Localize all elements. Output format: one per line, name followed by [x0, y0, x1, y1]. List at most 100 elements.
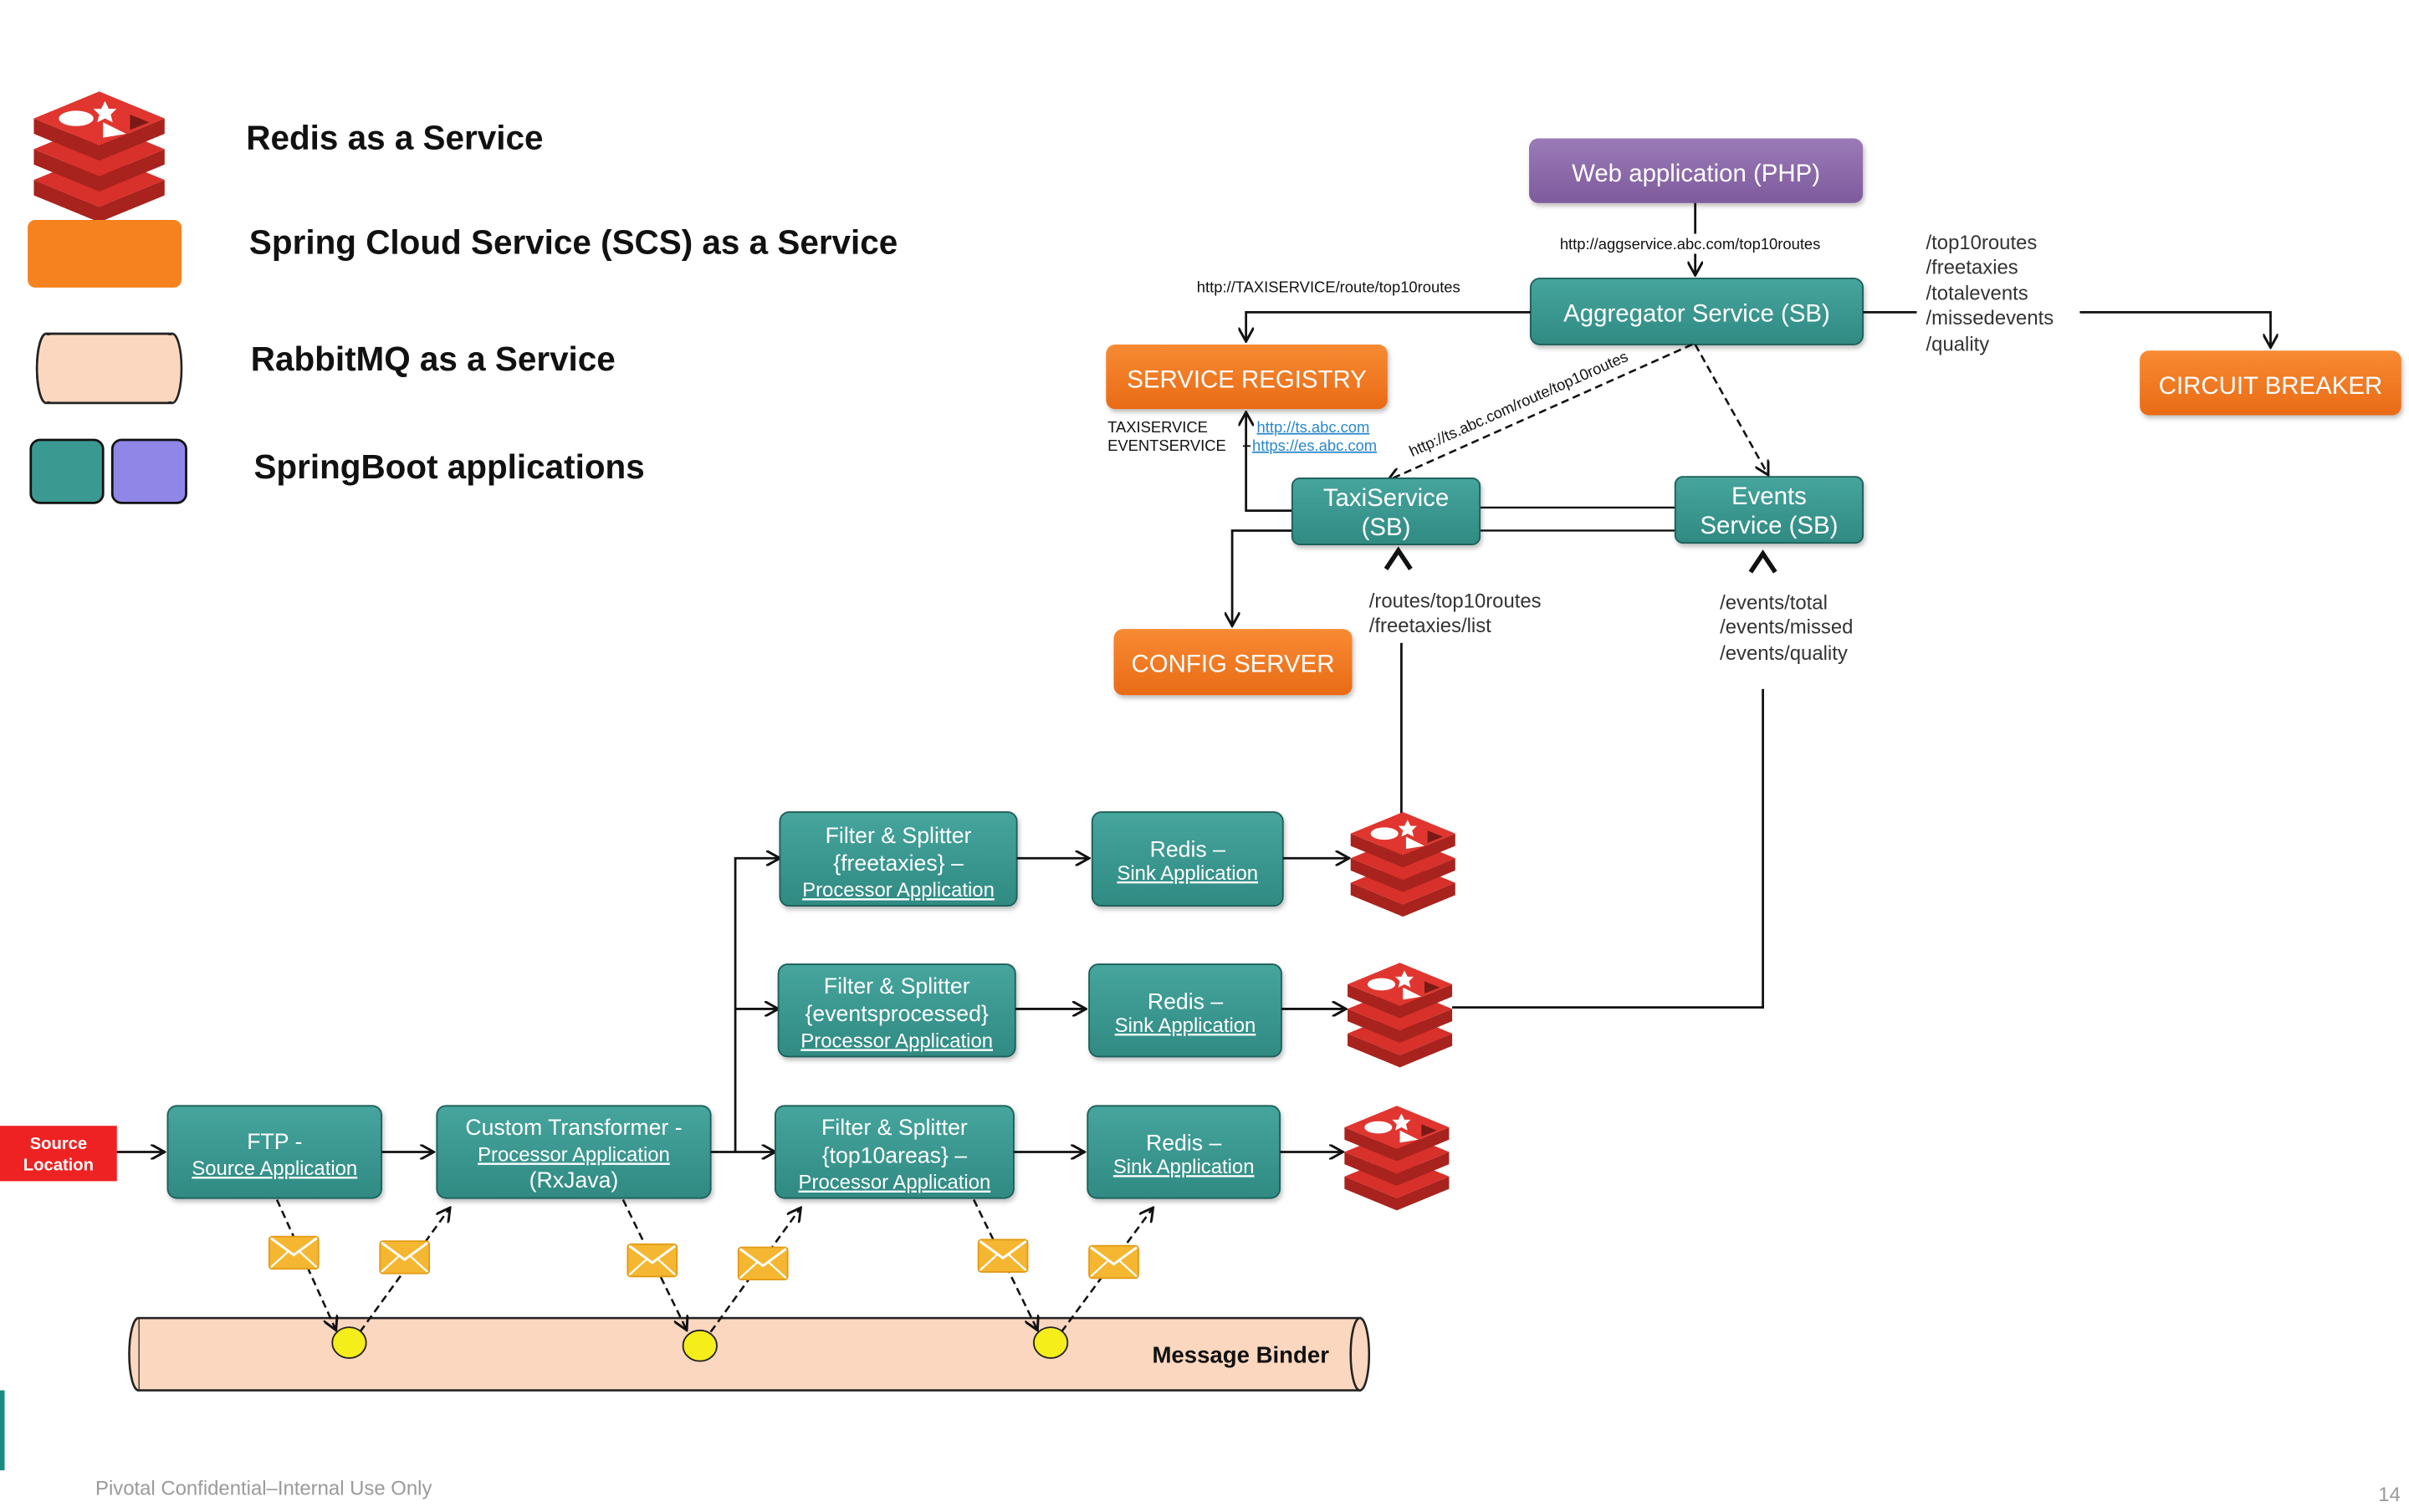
registry-taxi-url[interactable]: http://ts.abc.com	[1257, 418, 1370, 436]
taxi-to-config-arrow	[1232, 529, 1292, 624]
svg-text:Redis –: Redis –	[1146, 1131, 1222, 1156]
message-envelope-icon	[626, 1243, 678, 1278]
footer-confidential: Pivotal Confidential–Internal Use Only	[95, 1478, 432, 1500]
legend: Redis as a Service Spring Cloud Service …	[28, 91, 898, 504]
custom-transformer-node: Custom Transformer - Processor Applicati…	[436, 1105, 712, 1199]
registry-events-url[interactable]: https://es.abc.com	[1252, 437, 1377, 454]
svg-text:/events/quality: /events/quality	[1720, 642, 1848, 665]
svg-text:/top10routes: /top10routes	[1926, 232, 2038, 254]
message-envelope-icon	[378, 1239, 431, 1275]
svg-text:{eventsprocessed}: {eventsprocessed}	[806, 1001, 989, 1026]
ftp-source-node: FTP - Source Application	[166, 1105, 383, 1199]
redis-3-icon	[1344, 1106, 1450, 1211]
config-server-node: CONFIG SERVER	[1113, 629, 1353, 696]
circuit-breaker-node: CIRCUIT BREAKER	[2140, 350, 2401, 416]
svg-text:(SB): (SB)	[1362, 513, 1411, 541]
svg-text:/routes/top10routes: /routes/top10routes	[1369, 590, 1542, 612]
svg-text:Redis –: Redis –	[1150, 836, 1226, 861]
aggregator-to-circuit-breaker-arrow	[1863, 310, 2270, 345]
footer-accent-bar	[0, 1390, 5, 1471]
svg-text:Service (SB): Service (SB)	[1700, 512, 1838, 539]
service-registry-node: SERVICE REGISTRY	[1106, 344, 1388, 410]
svg-text:Filter & Splitter: Filter & Splitter	[821, 1115, 968, 1140]
registry-taxi-label: TAXISERVICE	[1107, 418, 1208, 436]
aggregator-to-taxi-dashed-arrow	[1389, 343, 1693, 480]
taxi-service-node: TaxiService (SB)	[1291, 478, 1481, 545]
svg-text:Events: Events	[1731, 483, 1807, 510]
svg-text:{top10areas} –: {top10areas} –	[822, 1142, 968, 1167]
springboot-legend-purple-swatch	[110, 438, 187, 504]
filter-eventsprocessed-node: Filter & Splitter {eventsprocessed} Proc…	[777, 963, 1016, 1058]
aggregator-to-registry-arrow	[1246, 310, 1531, 340]
svg-text:Processor Application: Processor Application	[799, 1172, 991, 1194]
web-app-node: Web application (PHP)	[1529, 138, 1864, 203]
svg-text:(RxJava): (RxJava)	[529, 1167, 619, 1193]
message-envelope-icon	[737, 1246, 790, 1281]
svg-text:CIRCUIT BREAKER: CIRCUIT BREAKER	[2159, 372, 2382, 400]
svg-text:Filter & Splitter: Filter & Splitter	[824, 973, 970, 999]
svg-text:Sink Application: Sink Application	[1117, 862, 1258, 885]
svg-text:Sink Application: Sink Application	[1115, 1014, 1256, 1037]
svg-text:Web application (PHP): Web application (PHP)	[1572, 160, 1820, 187]
ts-route-url: http://ts.abc.com/route/top10routes	[1406, 347, 1630, 460]
svg-text:Processor Application: Processor Application	[478, 1144, 670, 1167]
taxi-caret-icon	[1384, 546, 1413, 570]
aggservice-url: http://aggservice.abc.com/top10routes	[1560, 235, 1821, 253]
svg-text:/events/total: /events/total	[1720, 591, 1828, 614]
svg-text:Source: Source	[30, 1135, 88, 1153]
page-number: 14	[2378, 1484, 2401, 1504]
redis-sink-3-node: Redis – Sink Application	[1087, 1105, 1281, 1199]
svg-text:Source Application: Source Application	[192, 1157, 357, 1180]
svg-text:Custom Transformer -: Custom Transformer -	[465, 1115, 682, 1140]
svg-text:/quality: /quality	[1926, 333, 1990, 355]
redis-legend-icon	[33, 91, 165, 222]
svg-text:Sink Application: Sink Application	[1113, 1156, 1255, 1178]
springboot-legend-teal-swatch	[29, 438, 105, 504]
svg-text:/freetaxies: /freetaxies	[1926, 256, 2018, 278]
redis-sink-1-node: Redis – Sink Application	[1091, 811, 1284, 907]
svg-text:TaxiService: TaxiService	[1323, 484, 1449, 512]
aggregator-to-events-dashed-arrow	[1694, 344, 1767, 473]
svg-text:/freetaxies/list: /freetaxies/list	[1369, 615, 1491, 637]
message-binder-cylinder: Message Binder	[128, 1316, 1371, 1392]
registry-events-label: EVENTSERVICE	[1107, 437, 1226, 454]
svg-text:Filter & Splitter: Filter & Splitter	[826, 823, 972, 848]
binder-flows	[275, 1198, 1152, 1362]
events-to-redis-line	[1452, 688, 1764, 1009]
events-service-node: Events Service (SB)	[1674, 476, 1864, 544]
svg-text:/events/missed: /events/missed	[1720, 616, 1853, 639]
legend-redis-label: Redis as a Service	[246, 118, 543, 156]
svg-text:FTP -: FTP -	[247, 1129, 302, 1154]
svg-text:/missedevents: /missedevents	[1926, 307, 2054, 329]
svg-text:Processor Application: Processor Application	[800, 1029, 993, 1052]
taxiservice-route-url: http://TAXISERVICE/route/top10routes	[1197, 278, 1460, 295]
svg-text:Processor Application: Processor Application	[802, 879, 995, 902]
svg-text:/totalevents: /totalevents	[1926, 283, 2028, 305]
svg-text:Aggregator Service (SB): Aggregator Service (SB)	[1563, 299, 1830, 327]
events-caret-icon	[1748, 549, 1777, 574]
redis-2-icon	[1348, 963, 1453, 1068]
taxi-to-registry-arrow	[1246, 414, 1292, 512]
source-location-node: Source Location	[0, 1126, 117, 1182]
message-envelope-icon	[1087, 1244, 1140, 1280]
rabbitmq-legend-cylinder	[35, 332, 183, 405]
scs-legend-swatch	[28, 219, 182, 288]
svg-text:Location: Location	[23, 1157, 94, 1175]
legend-scs-label: Spring Cloud Service (SCS) as a Service	[249, 222, 898, 261]
svg-text:CONFIG SERVER: CONFIG SERVER	[1132, 651, 1335, 678]
svg-text:{freetaxies} –: {freetaxies} –	[833, 850, 964, 876]
legend-springboot-label: SpringBoot applications	[253, 447, 644, 486]
aggregator-routes-list: /top10routes /freetaxies /totalevents /m…	[1926, 232, 2054, 355]
svg-text:SERVICE REGISTRY: SERVICE REGISTRY	[1127, 365, 1367, 393]
filter-freetaxies-node: Filter & Splitter {freetaxies} – Process…	[779, 811, 1018, 907]
legend-rabbitmq-label: RabbitMQ as a Service	[251, 340, 616, 378]
svg-text:Redis –: Redis –	[1148, 988, 1224, 1014]
redis-1-icon	[1350, 812, 1455, 917]
filter-top10areas-node: Filter & Splitter {top10areas} – Process…	[774, 1105, 1015, 1199]
aggregator-node: Aggregator Service (SB)	[1529, 277, 1864, 345]
redis-sink-2-node: Redis – Sink Application	[1088, 963, 1282, 1058]
message-envelope-icon	[268, 1235, 320, 1270]
message-envelope-icon	[977, 1238, 1029, 1274]
svg-text:Message Binder: Message Binder	[1152, 1341, 1329, 1367]
